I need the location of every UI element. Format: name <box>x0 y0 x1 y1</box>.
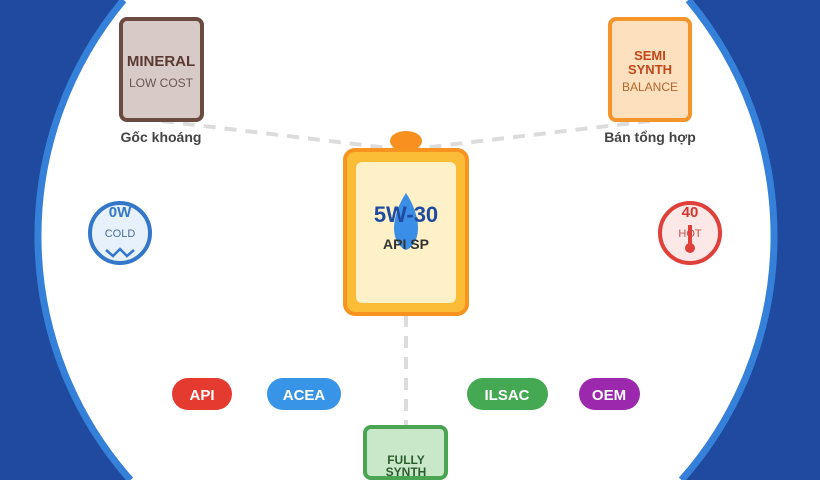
oil-spec: API SP <box>383 236 429 252</box>
fully-title-2: SYNTH <box>386 465 427 479</box>
connectors <box>161 119 651 428</box>
semi-title-2: SYNTH <box>628 62 672 77</box>
semi-subtitle: BALANCE <box>622 80 678 94</box>
cold-value: 0W <box>109 204 132 221</box>
semi-synth-card: SEMI SYNTH BALANCE Bán tổng hợp <box>604 17 696 145</box>
bottle-cap <box>390 131 422 151</box>
hot-value: 40 <box>682 204 699 221</box>
oil-drop-icon <box>394 193 418 250</box>
oil-grade: 5W-30 <box>374 202 438 227</box>
thermometer-icon <box>685 225 695 253</box>
fully-synth-card: FULLY SYNTH <box>363 425 448 480</box>
semi-caption: Bán tổng hợp <box>604 129 696 145</box>
snow-wave-icon <box>105 247 135 258</box>
badge-api[interactable]: API <box>172 378 232 410</box>
semi-title-1: SEMI <box>634 48 666 63</box>
badge-label: ACEA <box>283 387 326 404</box>
center-bottle: 5W-30 API SP <box>343 131 469 316</box>
mineral-caption: Gốc khoáng <box>121 129 202 145</box>
badge-acea[interactable]: ACEA <box>267 378 341 410</box>
mineral-card: MINERAL LOW COST Gốc khoáng <box>119 17 204 145</box>
hot-indicator: 40 HOT <box>658 201 722 265</box>
cold-indicator: 0W COLD <box>88 201 152 265</box>
cold-label: COLD <box>105 228 136 240</box>
badge-ilsac[interactable]: ILSAC <box>467 378 548 410</box>
badge-label: OEM <box>592 387 626 404</box>
mineral-title: MINERAL <box>127 53 195 70</box>
main-circle-border-left <box>34 0 134 480</box>
mineral-subtitle: LOW COST <box>129 76 194 90</box>
badge-oem[interactable]: OEM <box>579 378 640 410</box>
main-circle-border-right <box>678 0 778 480</box>
fully-title-1: FULLY <box>387 453 425 467</box>
badge-label: API <box>189 387 214 404</box>
badge-label: ILSAC <box>485 387 530 404</box>
